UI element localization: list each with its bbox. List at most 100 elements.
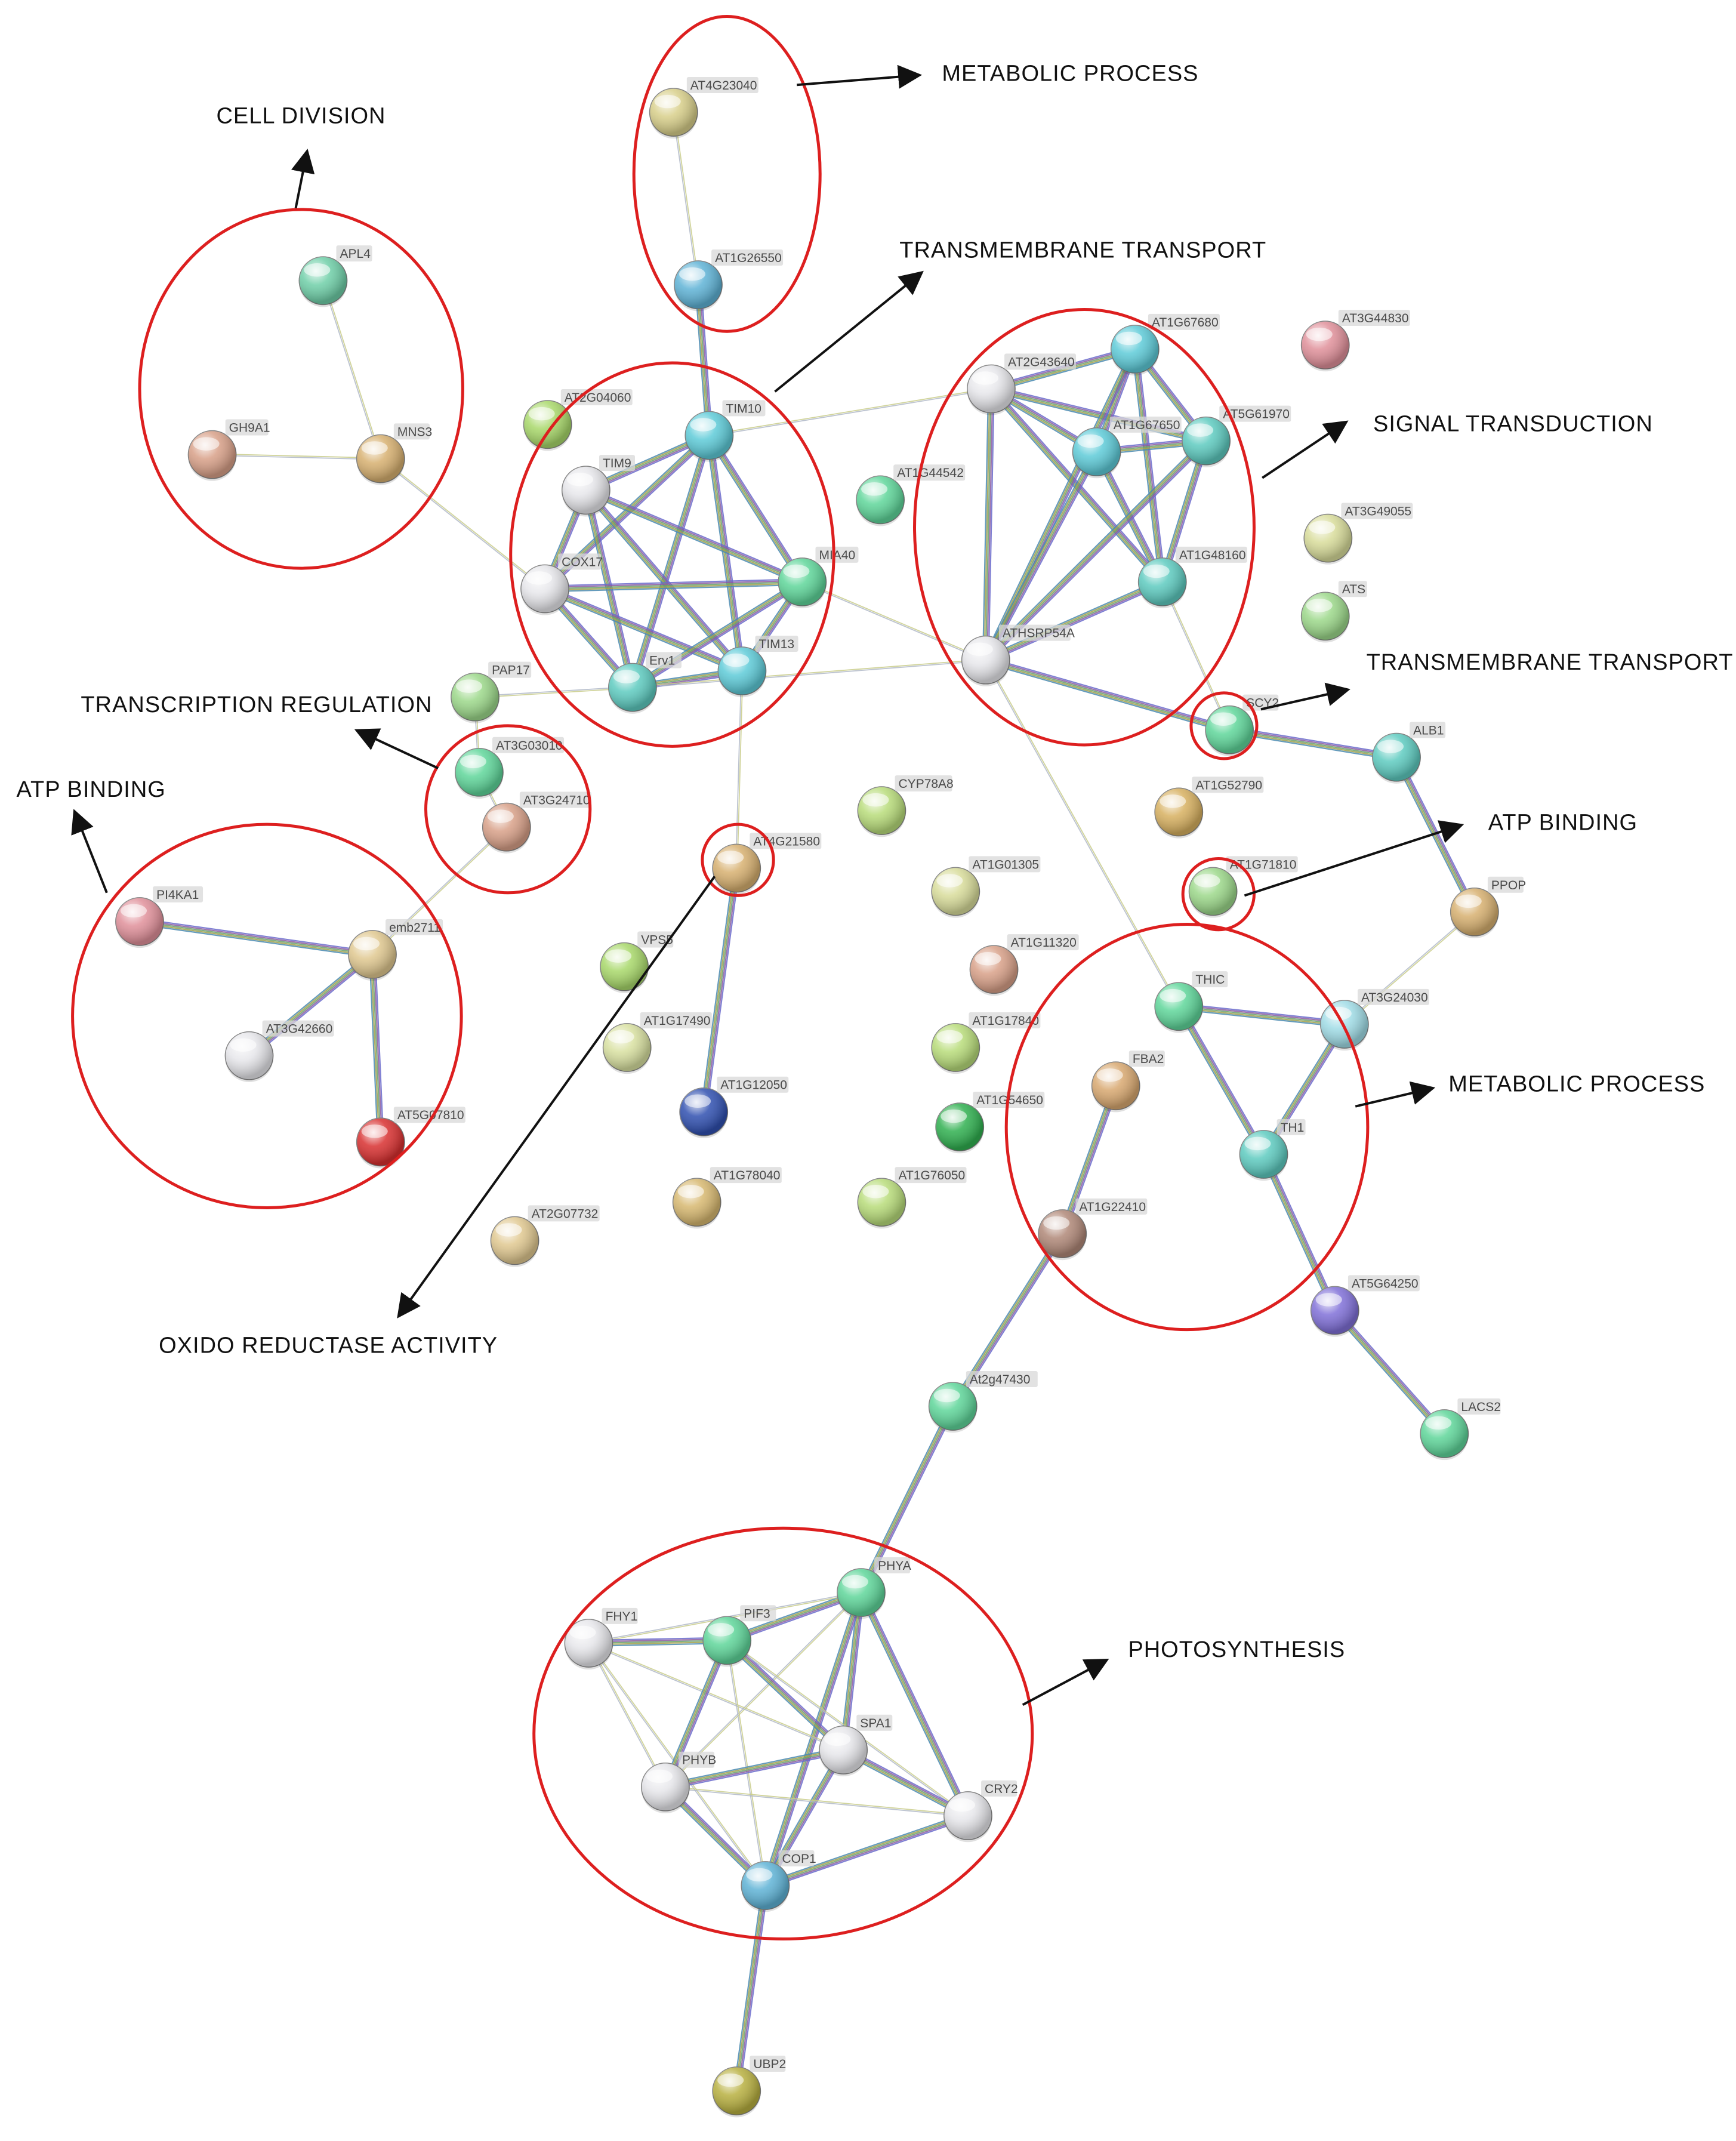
protein-node-at1g01305[interactable]: AT1G01305 — [931, 856, 1041, 918]
arrow-signal-transduction — [1262, 420, 1349, 479]
protein-node-pif3[interactable]: PIF3 — [702, 1605, 776, 1667]
protein-node-cop1[interactable]: COP1 — [741, 1850, 816, 1912]
node-label: AT5G61970 — [1223, 408, 1290, 421]
edge-pif3-phyb — [662, 1639, 730, 1789]
node-label: LACS2 — [1461, 1400, 1501, 1414]
edge-tim13-at4g21580 — [735, 671, 744, 868]
protein-node-at1g67650[interactable]: AT1G67650 — [1072, 416, 1182, 479]
protein-node-at1g54650[interactable]: AT1G54650 — [935, 1091, 1045, 1154]
node-label: PAP17 — [492, 664, 530, 677]
protein-node-at1g67680[interactable]: AT1G67680 — [1110, 313, 1220, 376]
node-label-background — [895, 775, 952, 792]
protein-node-cox17[interactable]: COX17 — [520, 553, 603, 615]
node-label-background — [519, 791, 591, 808]
node-label: AT1G71810 — [1230, 858, 1297, 871]
protein-node-lacs2[interactable]: LACS2 — [1420, 1398, 1501, 1461]
edge-spa1-phyb — [664, 1746, 844, 1791]
protein-node-tim10[interactable]: TIM10 — [684, 400, 766, 462]
protein-node-at1g71810[interactable]: AT1G71810 — [1188, 856, 1298, 918]
protein-node-at1g48160[interactable]: AT1G48160 — [1137, 546, 1247, 609]
protein-node-at1g17840[interactable]: AT1G17840 — [931, 1012, 1041, 1074]
edge-fhy1-spa1 — [588, 1642, 844, 1751]
protein-node-at3g03010[interactable]: AT3G03010 — [455, 737, 565, 799]
node-label-background — [336, 245, 372, 262]
protein-node-at3g24710[interactable]: AT3G24710 — [482, 791, 591, 854]
node-label-background — [710, 1167, 782, 1184]
protein-node-at1g44542[interactable]: AT1G44542 — [856, 464, 966, 526]
protein-node-fhy1[interactable]: FHY1 — [564, 1607, 638, 1670]
protein-node-at1g52790[interactable]: AT1G52790 — [1154, 777, 1264, 839]
node-label: PIF3 — [744, 1607, 770, 1621]
protein-node-at2g47430[interactable]: At2g47430 — [928, 1370, 1038, 1433]
node-label: APL4 — [340, 247, 371, 261]
protein-node-vps5[interactable]: VPS5 — [600, 931, 674, 993]
protein-node-thic[interactable]: THIC — [1154, 971, 1228, 1033]
protein-node-apl4[interactable]: APL4 — [298, 245, 372, 307]
protein-node-cyp78a8[interactable]: CYP78A8 — [857, 775, 954, 837]
protein-node-mia40[interactable]: MIA40 — [778, 546, 859, 609]
edge-fba2-at1g22410 — [1059, 1085, 1120, 1236]
protein-node-at1g11320[interactable]: AT1G11320 — [969, 934, 1079, 996]
protein-node-ats[interactable]: ATS — [1300, 581, 1367, 643]
node-label-background — [856, 1714, 893, 1731]
protein-node-emb2711[interactable]: emb2711 — [348, 919, 443, 981]
protein-node-pi4ka1[interactable]: PI4KA1 — [115, 886, 203, 948]
protein-node-at3g42660[interactable]: AT3G42660 — [224, 1020, 334, 1082]
node-label: TH1 — [1281, 1121, 1305, 1135]
protein-node-at1g17490[interactable]: AT1G17490 — [602, 1012, 712, 1074]
node-label-background — [492, 737, 565, 753]
protein-node-athsrp54a[interactable]: ATHSRP54A — [961, 624, 1075, 686]
node-label-background — [1175, 546, 1247, 563]
node-label-background — [1410, 722, 1446, 738]
edge-at5g64250-lacs2 — [1332, 1308, 1447, 1436]
edge-athsrp54a-thic — [984, 659, 1180, 1008]
protein-node-at1g12050[interactable]: AT1G12050 — [679, 1076, 789, 1139]
protein-node-at1g26550[interactable]: AT1G26550 — [674, 249, 784, 312]
protein-node-cry2[interactable]: CRY2 — [943, 1780, 1018, 1843]
protein-node-at3g44830[interactable]: AT3G44830 — [1300, 309, 1410, 372]
protein-node-at3g49055[interactable]: AT3G49055 — [1303, 503, 1413, 565]
node-label: AT1G01305 — [972, 858, 1039, 871]
node-label: COP1 — [782, 1852, 816, 1866]
node-label-background — [1007, 934, 1079, 951]
protein-node-at2g07732[interactable]: AT2G07732 — [490, 1205, 600, 1267]
edge-phyb-cry2 — [665, 1785, 969, 1817]
protein-node-tim13[interactable]: TIM13 — [717, 635, 798, 698]
node-label-background — [893, 464, 966, 481]
protein-node-at5g61970[interactable]: AT5G61970 — [1182, 405, 1291, 467]
protein-node-at5g07810[interactable]: AT5G07810 — [356, 1107, 465, 1169]
protein-node-phya[interactable]: PHYA — [837, 1557, 911, 1619]
edge-at4g23040-at1g26550 — [672, 112, 700, 285]
node-label-background — [778, 1850, 815, 1866]
protein-node-erv1[interactable]: Erv1 — [608, 652, 682, 714]
edge-pif3-spa1 — [724, 1638, 846, 1753]
protein-node-alb1[interactable]: ALB1 — [1372, 722, 1446, 784]
protein-node-mns3[interactable]: MNS3 — [356, 423, 433, 485]
protein-node-at1g22410[interactable]: AT1G22410 — [1038, 1198, 1148, 1261]
node-label-background — [1487, 876, 1524, 893]
protein-node-ppop[interactable]: PPOP — [1450, 876, 1527, 939]
protein-node-at3g24030[interactable]: AT3G24030 — [1319, 988, 1429, 1051]
protein-node-pap17[interactable]: PAP17 — [451, 661, 532, 723]
protein-node-th1[interactable]: TH1 — [1239, 1119, 1306, 1181]
protein-node-at1g76050[interactable]: AT1G76050 — [857, 1167, 967, 1229]
protein-node-fba2[interactable]: FBA2 — [1091, 1051, 1165, 1113]
protein-node-at1g78040[interactable]: AT1G78040 — [672, 1167, 782, 1229]
protein-node-gh9a1[interactable]: GH9A1 — [187, 419, 270, 481]
protein-node-at5g64250[interactable]: AT5G64250 — [1310, 1275, 1420, 1337]
edge-phya-spa1 — [840, 1592, 865, 1751]
node-label-background — [1192, 971, 1228, 988]
group-label-oxido-reductase: OXIDO REDUCTASE ACTIVITY — [159, 1333, 498, 1358]
protein-node-tim9[interactable]: TIM9 — [562, 455, 635, 517]
protein-node-spa1[interactable]: SPA1 — [819, 1714, 893, 1777]
arrow-atp-binding-left — [71, 809, 108, 894]
protein-node-at2g43640[interactable]: AT2G43640 — [967, 353, 1077, 415]
group-label-transmembrane-transport-scy2: TRANSMEMBRANE TRANSPORT — [1367, 650, 1734, 675]
node-label-background — [750, 2056, 786, 2072]
protein-node-phyb[interactable]: PHYB — [641, 1751, 716, 1814]
protein-node-at4g21580[interactable]: AT4G21580 — [712, 833, 822, 895]
protein-node-at4g23040[interactable]: AT4G23040 — [649, 76, 758, 139]
edge-phya-cry2 — [858, 1591, 972, 1817]
node-label: AT3G24030 — [1361, 991, 1428, 1005]
protein-node-ubp2[interactable]: UBP2 — [712, 2056, 786, 2118]
